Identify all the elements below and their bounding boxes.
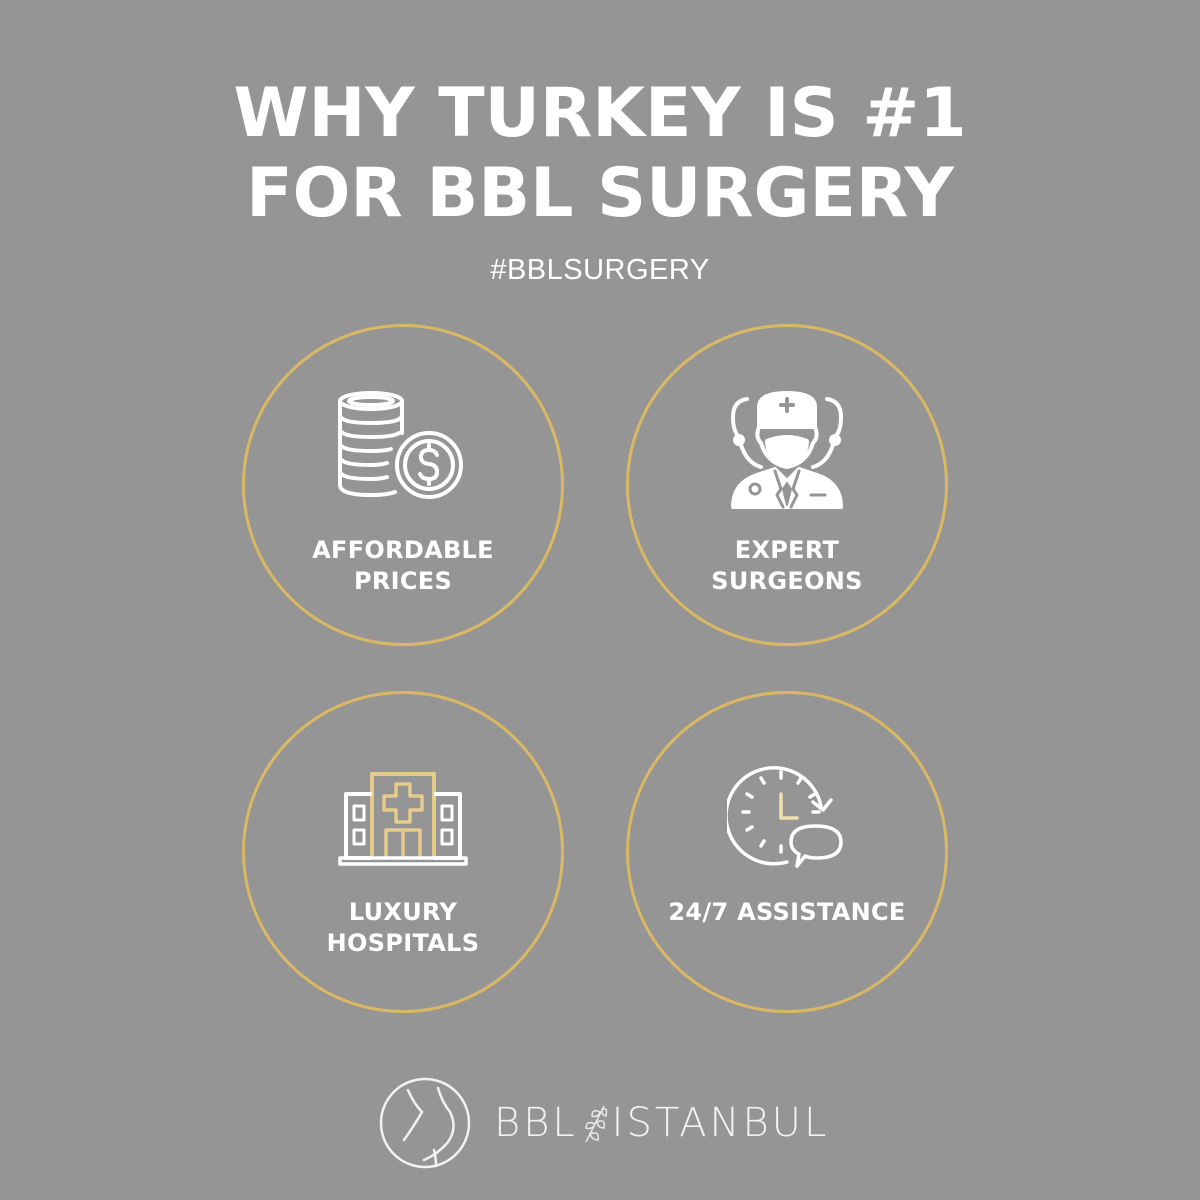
title-line-1: WHY TURKEY IS #1 — [233, 74, 967, 153]
feature-label: AFFORDABLE PRICES — [312, 536, 494, 595]
feature-luxury-hospitals: LUXURY HOSPITALS — [242, 691, 564, 1013]
feature-expert-surgeons: EXPERT SURGEONS — [626, 324, 948, 646]
page-title: WHY TURKEY IS #1 FOR BBL SURGERY — [0, 74, 1200, 234]
brand-logo: BBL ISTANBUL — [378, 1076, 829, 1170]
title-line-2: FOR BBL SURGERY — [246, 154, 954, 233]
feature-24-7-assistance: 24/7 ASSISTANCE — [626, 691, 948, 1013]
olive-leaf-icon — [584, 1105, 607, 1143]
clock-chat-icon — [724, 756, 847, 876]
body-silhouette-circle-icon — [379, 1077, 471, 1169]
feature-label: EXPERT SURGEONS — [711, 536, 863, 595]
hashtag: #BBLSURGERY — [490, 254, 710, 286]
brand-bbl: BBL — [494, 1100, 578, 1146]
brand-istanbul: ISTANBUL — [611, 1100, 830, 1146]
coins-dollar-icon — [335, 391, 471, 505]
hospital-building-icon — [338, 770, 468, 870]
feature-label: LUXURY HOSPITALS — [326, 898, 480, 957]
brand-name: BBL ISTANBUL — [494, 1100, 829, 1146]
surgeon-doctor-icon — [725, 385, 849, 513]
feature-affordable-prices: AFFORDABLE PRICES — [242, 324, 564, 646]
feature-label: 24/7 ASSISTANCE — [668, 898, 906, 926]
